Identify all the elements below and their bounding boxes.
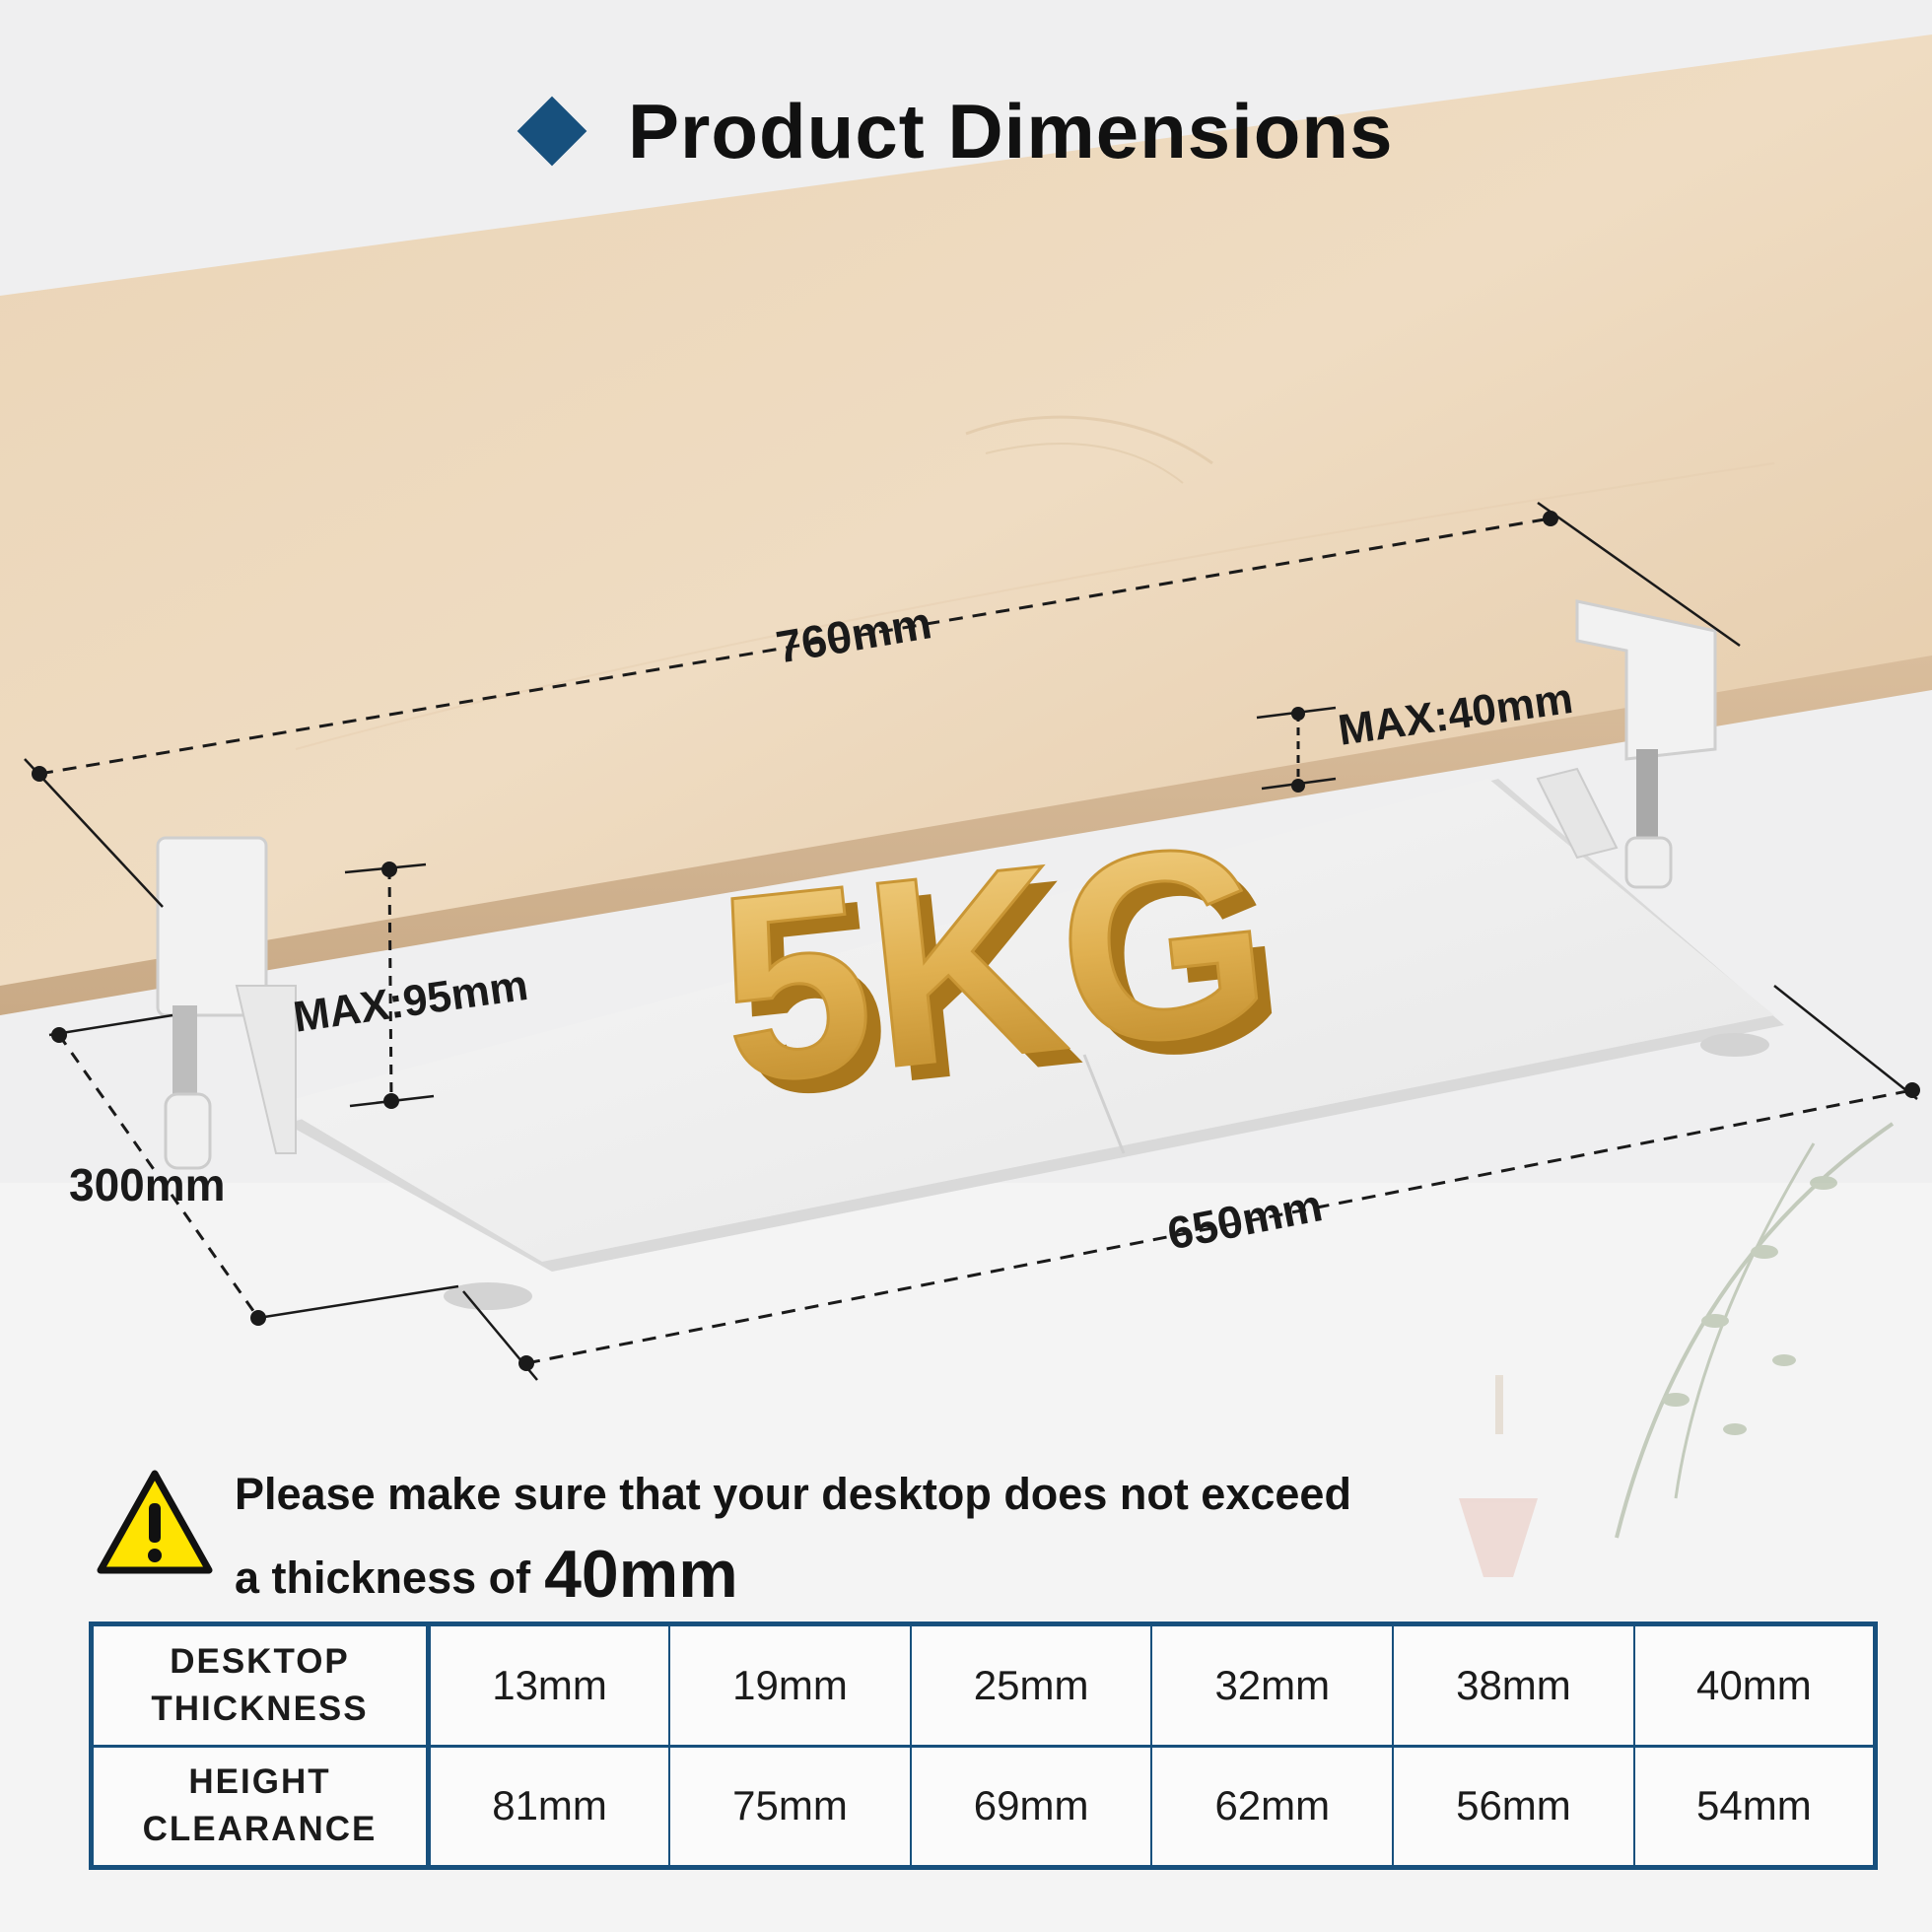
desk-edge bbox=[0, 656, 1932, 1015]
table-row: DESKTOP THICKNESS 13mm 19mm 25mm 32mm 38… bbox=[90, 1622, 1877, 1748]
table-cell: 81mm bbox=[427, 1745, 671, 1869]
table-cell: 69mm bbox=[909, 1745, 1153, 1869]
desk-top bbox=[0, 34, 1932, 1015]
table-cell: 62mm bbox=[1150, 1745, 1395, 1869]
row-header-height-clearance: HEIGHT CLEARANCE bbox=[90, 1745, 431, 1869]
table-cell: 32mm bbox=[1150, 1622, 1395, 1748]
table-cell: 13mm bbox=[427, 1622, 671, 1748]
table-cell: 40mm bbox=[1632, 1622, 1877, 1748]
table-cell: 38mm bbox=[1392, 1622, 1635, 1748]
table-cell: 75mm bbox=[668, 1745, 912, 1869]
table-row: HEIGHT CLEARANCE 81mm 75mm 69mm 62mm 56m… bbox=[90, 1745, 1877, 1869]
page-heading: Product Dimensions bbox=[517, 87, 1394, 175]
table-cell: 54mm bbox=[1632, 1745, 1877, 1869]
tray-depth-label: 300mm bbox=[69, 1159, 226, 1210]
warning-line-2-prefix: a thickness of bbox=[235, 1552, 531, 1603]
clearance-table: DESKTOP THICKNESS 13mm 19mm 25mm 32mm 38… bbox=[89, 1622, 1878, 1870]
table-cell: 19mm bbox=[668, 1622, 912, 1748]
left-clamp bbox=[156, 836, 297, 1170]
table-cell: 56mm bbox=[1392, 1745, 1635, 1869]
svg-text:5KG: 5KG bbox=[722, 802, 1297, 1154]
warning-line-2: a thickness of 40mm bbox=[235, 1536, 738, 1613]
plant-decoration bbox=[1615, 1122, 1895, 1539]
warning-triangle-icon bbox=[97, 1470, 213, 1574]
vase-decoration bbox=[1459, 1375, 1538, 1577]
table-cell: 25mm bbox=[909, 1622, 1153, 1748]
keyboard-tray bbox=[276, 779, 1784, 1310]
warning-max-thickness: 40mm bbox=[544, 1537, 738, 1612]
warning-line-1: Please make sure that your desktop does … bbox=[235, 1469, 1351, 1519]
row-header-desktop-thickness: DESKTOP THICKNESS bbox=[90, 1622, 431, 1748]
page-title: Product Dimensions bbox=[628, 87, 1394, 174]
load-capacity-graphic: 5KG 5KG bbox=[705, 786, 1297, 1154]
right-clamp bbox=[1536, 599, 1717, 889]
svg-text:5KG: 5KG bbox=[707, 788, 1282, 1139]
diamond-icon bbox=[517, 96, 587, 167]
dimension-lines bbox=[24, 501, 1920, 1381]
